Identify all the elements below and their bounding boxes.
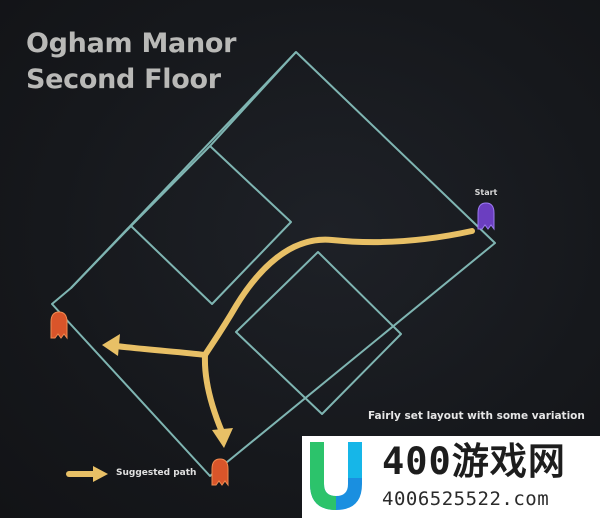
arrowhead-left — [102, 334, 120, 356]
inner-room-right — [235, 251, 402, 415]
watermark-name: 400游戏网 — [382, 440, 566, 483]
map-title-line2: Second Floor — [26, 64, 221, 95]
orange-end-marker-icon — [50, 311, 68, 340]
orange-end-marker-icon — [211, 458, 229, 487]
u-logo-icon — [310, 442, 362, 510]
legend-label: Suggested path — [116, 468, 197, 478]
arrow-right-icon — [66, 466, 108, 482]
path-branch-left — [113, 343, 208, 358]
arrowhead-down — [212, 428, 233, 448]
purple-start-marker-icon — [477, 202, 495, 231]
wall-segment-a — [70, 225, 132, 289]
watermark-banner: 400游戏网 4006525522.com — [302, 436, 600, 518]
inner-room-left — [130, 145, 292, 305]
path-branch-down — [201, 352, 225, 435]
map-caption: Fairly set layout with some variation — [368, 410, 585, 422]
suggested-path — [113, 228, 475, 435]
start-label: Start — [474, 188, 498, 197]
map-title-line1: Ogham Manor — [26, 28, 237, 59]
map-title: Ogham Manor Second Floor — [26, 26, 236, 98]
watermark-number: 4006525522.com — [382, 488, 550, 510]
wall-segment-b — [209, 51, 297, 147]
room-outlines — [51, 51, 496, 477]
path-main — [202, 228, 475, 358]
path-arrowheads — [102, 334, 233, 448]
